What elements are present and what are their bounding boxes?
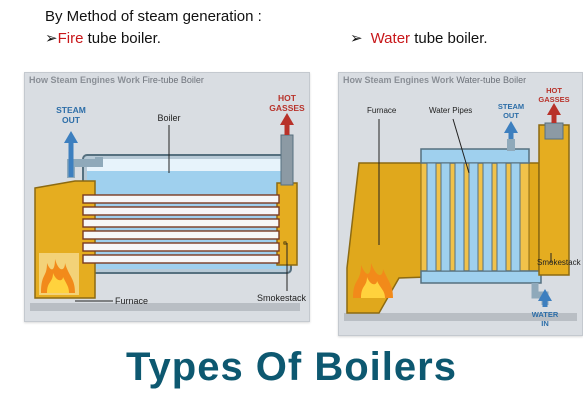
smokestack-body <box>538 124 570 276</box>
smokestack-pipe <box>280 134 294 186</box>
steam-out-label-1: STEAM <box>498 102 524 111</box>
fire-tube-panel: How Steam Engines Work Fire-tube Boiler <box>24 72 310 322</box>
water-in-label-1: WATER <box>532 310 559 319</box>
hot-gasses-arrowhead-icon <box>280 113 294 125</box>
hot-gasses-label-1: HOT <box>278 93 297 103</box>
page-title: Types Of Boilers <box>126 345 457 389</box>
furnace-label: Furnace <box>115 296 148 306</box>
water-word: Water <box>370 30 411 47</box>
water-pipes-label: Water Pipes <box>429 106 472 115</box>
header-fire-tube: ➢Fire tube boiler. <box>45 30 161 47</box>
fire-word: Fire <box>57 30 84 47</box>
boiler-label: Boiler <box>157 113 180 123</box>
fire-panel-title: How Steam Engines Work Fire-tube Boiler <box>29 75 204 85</box>
fire-tubes <box>82 194 280 264</box>
water-pipes <box>426 162 521 272</box>
steam-arrowhead-icon <box>504 121 518 133</box>
water-tube-diagram: Furnace Water Pipes STEAM OUT HOT GASSES… <box>344 86 582 328</box>
bottom-drum <box>420 270 542 284</box>
hot-gasses-label-2: GASSES <box>538 95 569 104</box>
smokestack-label: Smokestack <box>537 258 582 267</box>
flames-inner-icon <box>361 277 385 298</box>
smokestack-pipe <box>544 122 564 140</box>
smokestack-label: Smokestack <box>257 293 307 303</box>
water-panel-title: How Steam Engines Work Water-tube Boiler <box>343 75 527 85</box>
water-in-arrowhead-icon <box>538 289 552 301</box>
fire-tube-diagram: STEAM OUT Boiler HOT GASSES Furnace Smok… <box>30 93 307 311</box>
top-drum <box>420 148 530 164</box>
boiler-steam <box>87 159 287 171</box>
steam-arrowhead-icon <box>64 131 78 143</box>
water-in-label-2: IN <box>541 319 549 328</box>
steam-out-label-2: OUT <box>62 115 81 125</box>
hot-gasses-label-2: GASSES <box>269 103 305 113</box>
steam-out-label-1: STEAM <box>56 105 86 115</box>
bullet-arrow-icon: ➢ <box>350 30 363 47</box>
header-water-tube: ➢Water tube boiler. <box>350 30 488 47</box>
base-shadow <box>344 313 577 321</box>
bullet-arrow-icon: ➢ <box>45 30 58 47</box>
furnace-label: Furnace <box>367 106 397 115</box>
hot-gasses-arrowhead-icon <box>547 103 561 115</box>
header-line-1: By Method of steam generation : <box>45 8 262 25</box>
base-shadow <box>30 303 300 311</box>
flames-inner-icon <box>47 273 69 293</box>
hot-gasses-label-1: HOT <box>546 86 562 95</box>
water-tube-panel: How Steam Engines Work Water-tube Boiler <box>338 72 583 336</box>
steam-out-label-2: OUT <box>503 111 519 120</box>
water-pipes-leader <box>452 118 470 174</box>
